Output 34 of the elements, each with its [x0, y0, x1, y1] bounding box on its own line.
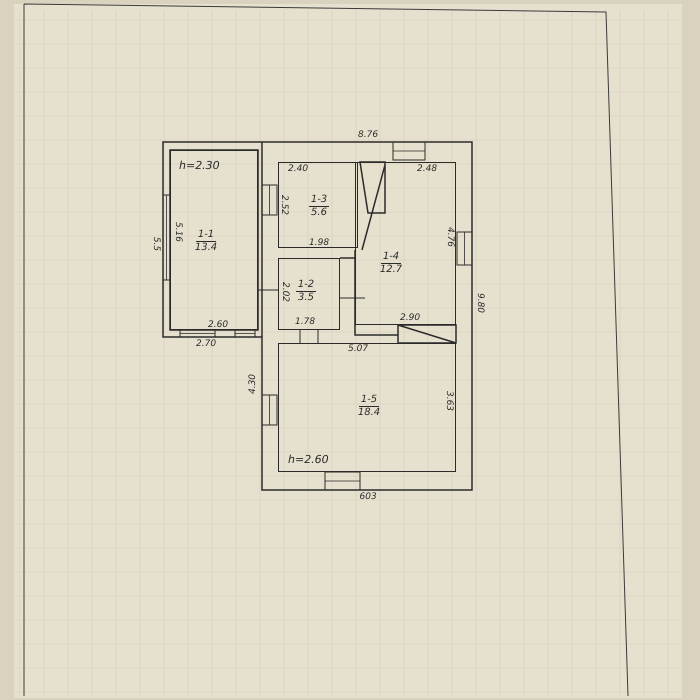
- dimension-label: 2.52: [279, 194, 290, 216]
- ceiling-height: h=2.60: [288, 453, 329, 466]
- room-outline: [355, 162, 456, 325]
- dimension-label: 4.76: [445, 226, 456, 248]
- dimension-label: 2.60: [208, 320, 228, 330]
- dimension-label: 2.48: [417, 164, 438, 174]
- room-outline: [278, 343, 456, 472]
- room-area: 5.6: [311, 207, 327, 219]
- dimension-label: 2.70: [196, 339, 216, 349]
- dimension-label: 603: [360, 492, 377, 502]
- room-outline: [278, 162, 358, 248]
- dimension-label: 3.63: [444, 390, 454, 412]
- ceiling-height: h=2.30: [179, 159, 220, 172]
- room-area: 12.7: [380, 264, 402, 276]
- dimension-label: 2.40: [288, 164, 308, 174]
- dimension-label: 5.5: [151, 236, 162, 252]
- dimension-label: 8.76: [358, 130, 378, 140]
- room-number: 1-3: [308, 194, 330, 207]
- room-area: 13.4: [194, 242, 218, 254]
- dimension-label: 1.78: [295, 317, 316, 327]
- dimension-label: 2.02: [280, 282, 290, 302]
- room-area: 3.5: [298, 292, 314, 304]
- dimension-label: 1.98: [309, 238, 330, 248]
- dimension-label: 4.30: [248, 374, 258, 394]
- room-number: 1-5: [358, 394, 380, 407]
- room-area: 18.4: [358, 407, 380, 419]
- room-number: 1-4: [380, 251, 402, 264]
- room-outline: [278, 258, 340, 330]
- dimension-label: 9.80: [475, 292, 486, 314]
- dimension-label: 5.07: [348, 344, 368, 354]
- room-number: 1-2: [296, 279, 316, 292]
- room-number: 1-1: [196, 229, 216, 242]
- dimension-label: 2.90: [400, 313, 420, 323]
- dimension-label: 5.16: [173, 222, 184, 242]
